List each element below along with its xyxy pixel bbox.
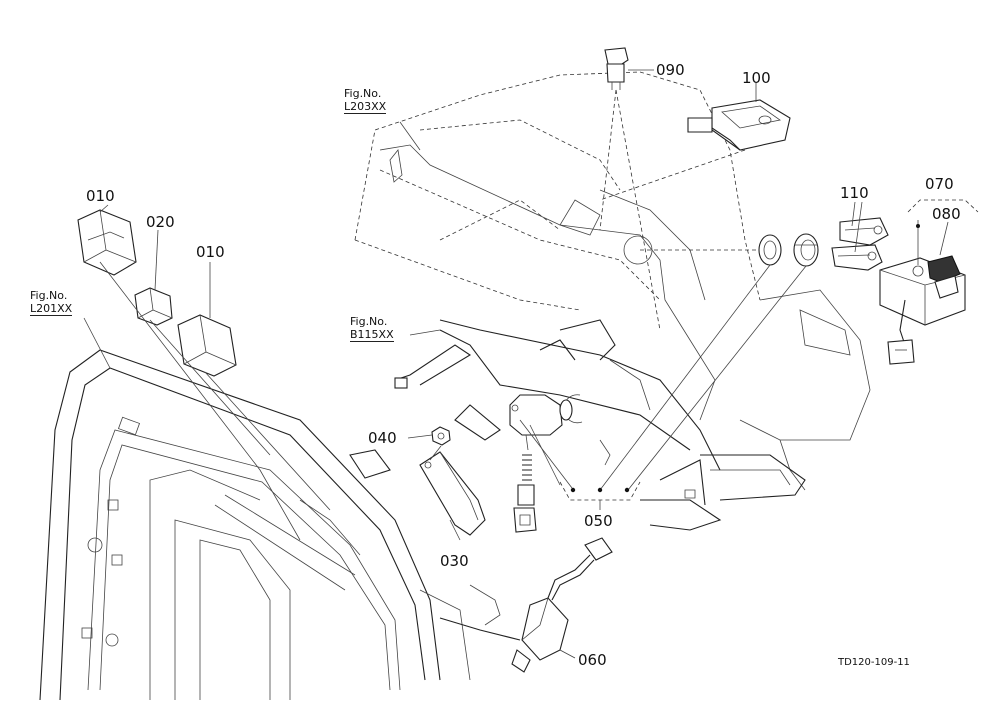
dashboard-bracket [349,319,806,531]
part-label-100: 100 [742,69,771,87]
part-label-110: 110 [840,184,869,202]
figure-ref-b115: Fig.No. B115XX [350,315,394,342]
part-label-070: 070 [925,175,954,193]
ring-washers [519,233,819,491]
figure-ref-l203: Fig.No. L203XX [344,87,387,114]
drawing-code: TD120-109-11 [838,657,910,668]
part-label-080: 080 [932,205,961,223]
roof-panel [354,71,871,491]
part-label-060: 060 [578,651,607,669]
part-label-010-upper: 010 [86,187,115,205]
relay-010-upper [77,209,137,276]
part-label-090: 090 [656,61,685,79]
part-label-020: 020 [146,213,175,231]
keys-110 [831,201,889,271]
part-label-040: 040 [368,429,397,447]
switch-assembly-070-080 [879,199,979,365]
figure-ref-l203-line2: L203XX [344,100,387,114]
socket-090 [599,47,661,331]
figure-ref-l201-line2: L201XX [30,302,73,316]
figure-ref-l201: Fig.No. L201XX [30,289,73,316]
figure-ref-l201-line1: Fig.No. [30,289,68,302]
switch-100 [599,99,791,201]
figure-ref-b115-line2: B115XX [350,328,394,342]
figure-ref-b115-line1: Fig.No. [350,315,388,328]
group-050-marker [559,481,641,510]
part-label-030: 030 [440,552,469,570]
key-switch-assembly [509,394,573,533]
relay-010-lower [177,314,237,377]
bracket-030 [419,451,486,536]
part-label-050: 050 [584,512,613,530]
figure-ref-l203-line1: Fig.No. [344,87,382,100]
leader-lines [83,69,757,659]
nut-040 [429,426,451,461]
relay-020 [134,287,173,326]
part-label-010-lower: 010 [196,243,225,261]
cabin-frame [39,349,501,701]
